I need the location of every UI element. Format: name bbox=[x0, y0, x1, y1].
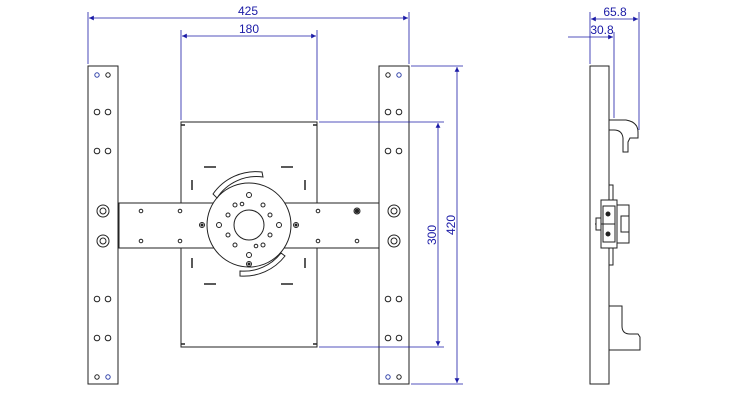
upper-hook bbox=[608, 119, 639, 153]
side-nut bbox=[595, 217, 602, 231]
center-hub bbox=[233, 209, 265, 241]
lower-hook bbox=[608, 305, 641, 351]
side-view bbox=[589, 65, 641, 385]
front-dimensions bbox=[87, 12, 463, 385]
dim-label-inner-width: 180 bbox=[239, 22, 259, 36]
left-vertical-rail bbox=[87, 65, 119, 385]
right-rail-holes bbox=[384, 72, 403, 380]
side-dimensions bbox=[568, 12, 640, 130]
plate-slot-marks bbox=[191, 166, 306, 285]
dim-label-side-offset: 30.8 bbox=[590, 23, 614, 37]
left-rail-holes bbox=[93, 72, 112, 380]
upper-arc-slot bbox=[212, 171, 264, 199]
arm-bolts bbox=[353, 207, 361, 215]
right-vertical-rail bbox=[378, 65, 410, 385]
plate-corner-marks bbox=[181, 124, 317, 345]
left-rail-bolts bbox=[96, 204, 110, 248]
dim-label-plate-height: 300 bbox=[425, 225, 439, 245]
disc-holes bbox=[216, 192, 282, 258]
front-view bbox=[87, 65, 410, 385]
side-knob-cap bbox=[620, 215, 630, 233]
dim-label-side-depth: 65.8 bbox=[603, 5, 627, 19]
disc-bolts bbox=[199, 222, 299, 267]
dim-label-overall-height: 420 bbox=[444, 215, 458, 235]
right-rail-bolts bbox=[387, 204, 401, 248]
lower-arc-slot bbox=[239, 252, 286, 277]
dim-label-overall-width: 425 bbox=[238, 4, 258, 18]
